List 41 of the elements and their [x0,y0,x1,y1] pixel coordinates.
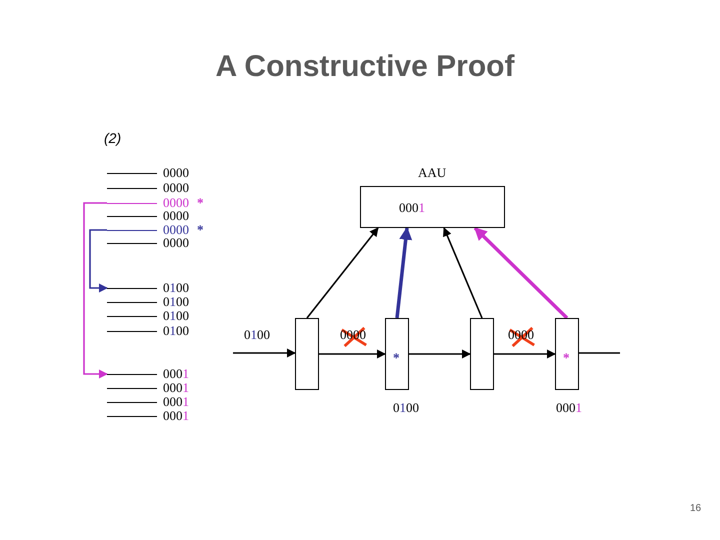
slide-title: A Constructive Proof [216,50,514,84]
bit-string: 0001 [163,395,189,409]
bit-string: 0001 [399,201,425,215]
cell-box [555,318,579,390]
arrow [474,226,568,320]
page-number: 16 [690,502,702,516]
cell-box [385,318,409,390]
arrow [306,227,379,318]
bit-string: 0100 [393,401,419,415]
asterisk-mark: * [563,351,570,365]
arrow [89,229,108,292]
bit-string: 0100 [163,324,189,338]
bit-string: 0001 [556,401,582,415]
cell-box [470,318,494,390]
asterisk-mark: * [197,196,204,210]
bit-string: 0000 [163,196,189,210]
step-number: (2) [104,131,122,145]
asterisk-mark: * [393,351,400,365]
arrow [443,227,483,318]
bit-string: 0000 [163,209,189,223]
bit-string: 0000 [163,236,189,250]
bit-string: 0001 [163,409,189,423]
bit-string: 0000 [163,181,189,195]
arrow [409,350,471,358]
bit-string: 0100 [163,295,189,309]
asterisk-mark: * [197,223,204,237]
arrow [395,226,412,318]
connector-line [579,352,620,354]
arrow [83,202,108,378]
bit-string: 0000 [163,223,189,237]
bit-string: 0100 [163,309,189,323]
arrow [319,350,386,358]
bit-string: 0100 [163,281,189,295]
arrow [233,348,296,358]
bit-string: 0001 [163,367,189,381]
bit-string: 0001 [163,381,189,395]
bit-string: 0000 [163,166,189,180]
arrow [494,350,556,358]
edge-label: 0100 [244,328,270,342]
unit-label: AAU [418,166,446,180]
cell-box [295,318,319,390]
